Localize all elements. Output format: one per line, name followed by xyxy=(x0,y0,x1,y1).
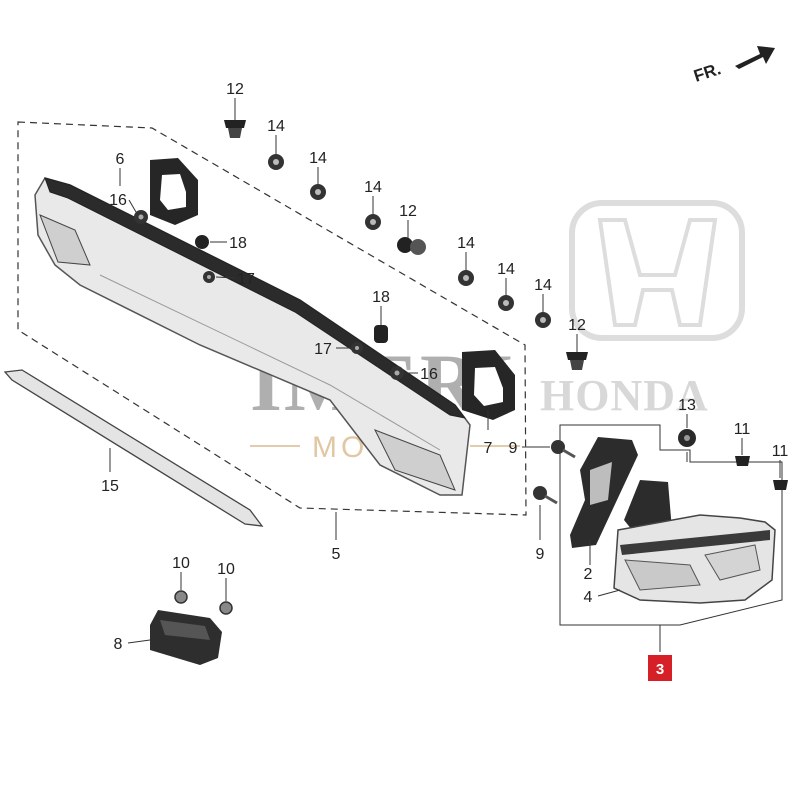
callout-12c: 12 xyxy=(568,317,586,334)
callout-11a: 11 xyxy=(734,421,751,438)
nut-14d-part xyxy=(458,270,474,286)
tail-lamp-part xyxy=(613,514,776,604)
tail-lamp-group-boundary xyxy=(559,424,783,626)
callout-8: 8 xyxy=(114,636,123,653)
callout-6: 6 xyxy=(116,151,125,168)
garnish-group-boundary xyxy=(17,121,527,516)
callout-17b: 17 xyxy=(314,341,332,358)
module-8-part xyxy=(150,610,222,665)
nut-16a-part xyxy=(134,210,148,224)
callout-14d: 14 xyxy=(457,235,475,252)
callout-15: 15 xyxy=(101,478,119,495)
assembly-3-badge[interactable]: 3 xyxy=(648,655,672,681)
callout-16a: 16 xyxy=(109,192,127,209)
direction-label: FR. xyxy=(691,59,723,86)
bolt-10a-part xyxy=(174,590,188,604)
nut-18a-part xyxy=(195,235,209,249)
assembly-badge-box xyxy=(648,655,672,681)
gasket-lower-part xyxy=(462,350,515,420)
nut-14a-part xyxy=(268,154,284,170)
nut-16b-part xyxy=(390,366,404,380)
tail-lamp-bracket-part xyxy=(570,437,638,548)
clip-11b-part xyxy=(773,480,788,490)
gasket-upper-part xyxy=(150,158,198,225)
callout-5: 5 xyxy=(332,546,341,563)
callout-12b: 12 xyxy=(399,203,417,220)
bolt-10b-part xyxy=(219,601,233,615)
nut-17a-part xyxy=(203,271,215,283)
callout-11b: 11 xyxy=(772,443,789,460)
leader-lines-lower xyxy=(127,414,781,652)
callout-14a: 14 xyxy=(267,118,285,135)
callout-2: 2 xyxy=(584,566,593,583)
callout-12a: 12 xyxy=(226,81,244,98)
leader-lines-upper xyxy=(109,98,578,540)
callout-9b: 9 xyxy=(536,546,545,563)
callout-13: 13 xyxy=(678,397,696,414)
callout-14e: 14 xyxy=(497,261,515,278)
clip-12a-part xyxy=(224,120,246,138)
front-arrow-icon xyxy=(735,46,775,69)
clip-11a-part xyxy=(735,456,750,466)
screw-9a-part xyxy=(551,440,576,459)
callout-16b: 16 xyxy=(420,366,438,383)
callout-10a: 10 xyxy=(172,555,190,572)
callout-4: 4 xyxy=(584,589,593,606)
nut-18b-part xyxy=(374,325,388,343)
nut-14c-part xyxy=(365,214,381,230)
nut-14f-part xyxy=(535,312,551,328)
assembly-badge-label: 3 xyxy=(656,661,664,678)
nut-17b-part xyxy=(351,342,363,354)
clip-12c-part xyxy=(566,352,588,370)
molding-strip-part xyxy=(3,369,264,527)
callout-17a: 17 xyxy=(237,271,255,288)
screw-9b-part xyxy=(533,486,558,505)
nut-13-part xyxy=(678,429,696,447)
callout-18a: 18 xyxy=(229,235,247,252)
callout-14c: 14 xyxy=(364,179,382,196)
callout-7: 7 xyxy=(484,440,493,457)
honda-logo-watermark xyxy=(569,200,745,341)
front-direction-indicator: FR. xyxy=(691,46,775,86)
callout-18b: 18 xyxy=(372,289,390,306)
callout-10b: 10 xyxy=(217,561,235,578)
nut-14b-part xyxy=(310,184,326,200)
clip-12b-part xyxy=(397,237,426,255)
callout-14b: 14 xyxy=(309,150,327,167)
watermark-brand: HONDA xyxy=(540,371,709,420)
callout-9a: 9 xyxy=(509,440,518,457)
rear-garnish-part xyxy=(34,177,471,496)
nut-14e-part xyxy=(498,295,514,311)
callout-14f: 14 xyxy=(534,277,552,294)
